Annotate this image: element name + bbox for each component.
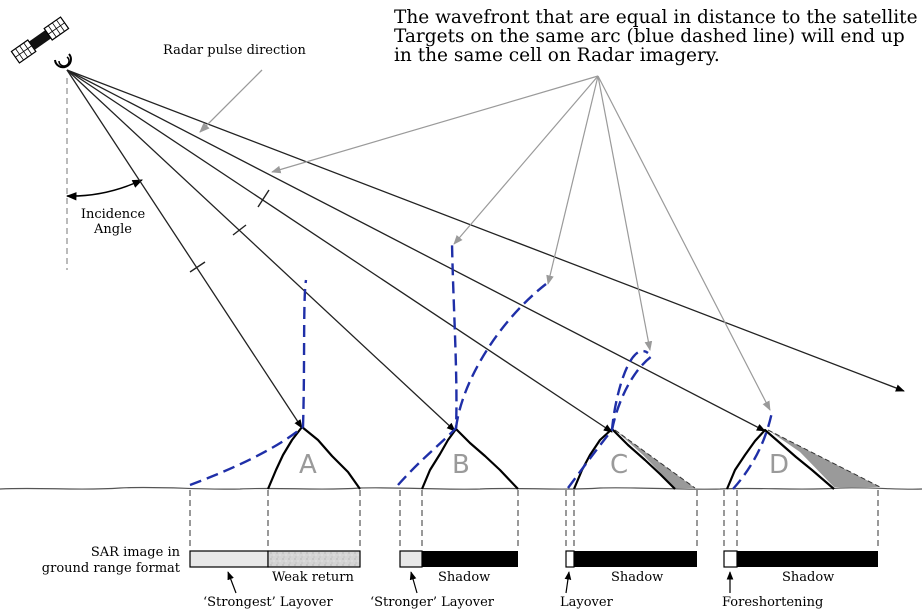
header-line-1: The wavefront that are equal in distance… bbox=[394, 7, 918, 28]
mountain-label-d: D bbox=[769, 450, 790, 480]
stronger-layover-label: ‘Stronger’ Layover bbox=[370, 595, 494, 610]
header-line-3: in the same cell on Radar imagery. bbox=[394, 45, 720, 66]
layover-label: Layover bbox=[560, 595, 613, 610]
foreshortening-label: Foreshortening bbox=[722, 595, 824, 610]
sar-bar-a bbox=[189, 550, 361, 568]
incidence-line-2: Angle bbox=[94, 222, 132, 237]
sar-line-1: SAR image in bbox=[90, 545, 180, 560]
mountain-label-a: A bbox=[299, 450, 317, 480]
header-line-2: Targets on the same arc (blue dashed lin… bbox=[394, 26, 905, 47]
strongest-layover-label: ‘Strongest’ Layover bbox=[203, 595, 333, 610]
shadow-label-d: Shadow bbox=[782, 570, 835, 585]
incidence-line-1: Incidence bbox=[80, 207, 146, 222]
shadow-label-b: Shadow bbox=[438, 570, 491, 585]
satellite-icon bbox=[10, 16, 72, 69]
mountain-label-c: C bbox=[610, 450, 629, 480]
sar-line-2: ground range format bbox=[41, 561, 180, 576]
weak-return-label: Weak return bbox=[272, 570, 354, 585]
sar-bar-c bbox=[565, 550, 697, 568]
sar-bar-d bbox=[723, 550, 878, 568]
sar-image-label: SAR image in ground range format bbox=[2, 545, 180, 577]
sar-bar-b bbox=[399, 550, 518, 568]
shadow-label-c: Shadow bbox=[611, 570, 664, 585]
radar-pulse-label: Radar pulse direction bbox=[163, 43, 306, 58]
incidence-angle-label: Incidence Angle bbox=[68, 207, 158, 237]
header-note: The wavefront that are equal in distance… bbox=[394, 8, 919, 65]
mountain-label-b: B bbox=[452, 450, 470, 480]
